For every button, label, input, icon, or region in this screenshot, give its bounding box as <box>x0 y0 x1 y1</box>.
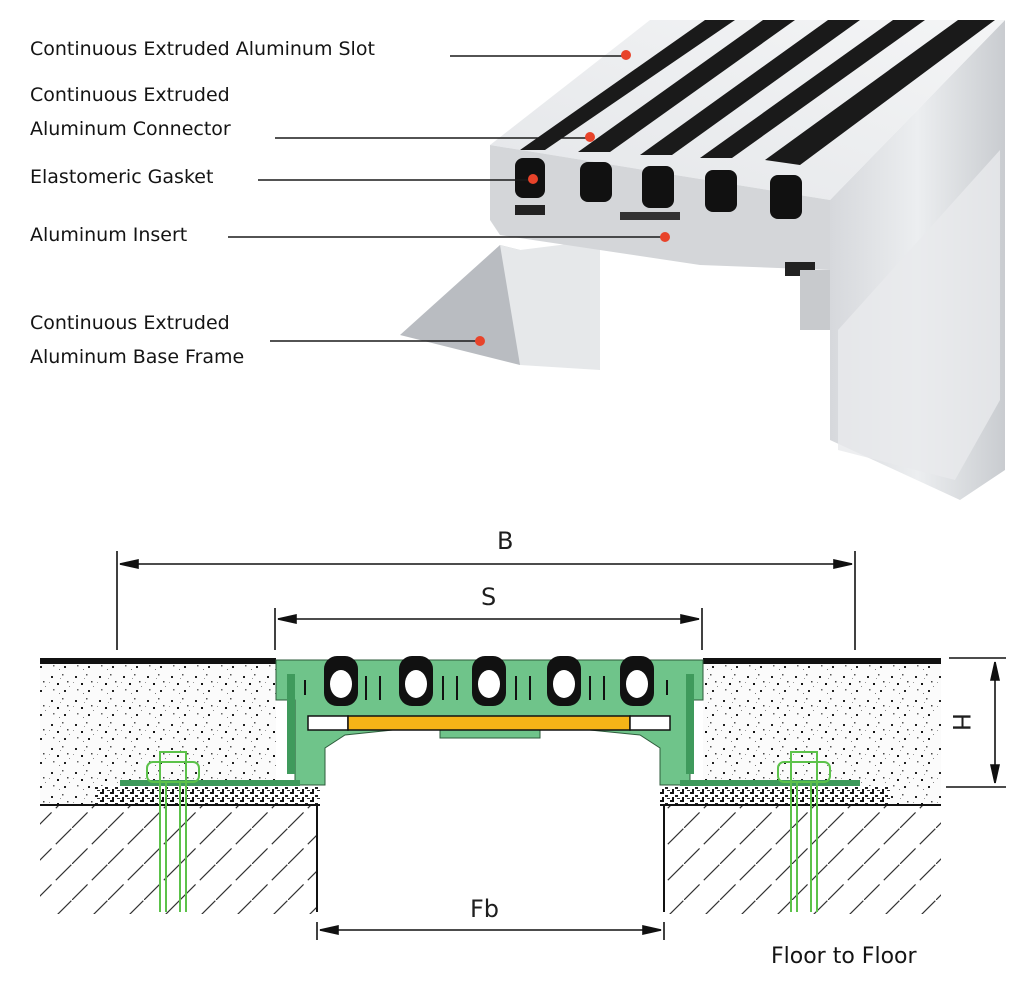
callout-dot-gasket <box>528 174 538 184</box>
profile-slot <box>515 205 545 215</box>
connector-tees <box>304 676 668 700</box>
gasket <box>547 656 581 706</box>
callout-label-slot: Continuous Extruded Aluminum Slot <box>30 38 375 60</box>
section-gaskets <box>324 656 654 706</box>
callout-label-connector: Continuous Extruded Aluminum Connector <box>30 84 231 140</box>
floor-finish-left <box>40 658 276 664</box>
grout-bed-left <box>95 786 320 804</box>
callout-leaders <box>228 55 665 342</box>
dimension-label-h: H <box>947 712 976 732</box>
base-flange-left <box>120 780 300 786</box>
anchor-bolt-right <box>777 751 831 912</box>
callout-dot-slot <box>621 50 631 60</box>
substrate-left <box>40 806 317 914</box>
substrate-right <box>664 806 941 914</box>
dimension-label-s: S <box>481 583 497 611</box>
callout-dot-base-frame <box>475 336 485 346</box>
dimension-label-fb: Fb <box>470 895 500 923</box>
dimension-fb <box>316 922 665 940</box>
insert-spacer-left <box>307 715 349 731</box>
dimension-label-b: B <box>497 527 514 555</box>
grout-bed-right <box>660 786 890 804</box>
top-surface <box>490 20 1005 200</box>
dimension-h <box>946 657 1006 788</box>
gasket-stripes <box>520 20 995 165</box>
front-gaskets <box>515 158 802 219</box>
callout-text-line1: Continuous Extruded <box>30 84 230 106</box>
dimension-b <box>116 551 856 650</box>
frame-leg-left <box>287 674 295 774</box>
right-side-inner <box>838 150 1000 480</box>
gasket <box>324 656 358 706</box>
callout-text: Continuous Extruded Aluminum Slot <box>30 38 375 60</box>
callout-label-insert: Aluminum Insert <box>30 224 187 246</box>
section-view <box>40 551 1006 940</box>
anchor-bolt-left <box>146 751 200 912</box>
left-base-frame-wall <box>500 240 600 370</box>
gasket <box>472 656 506 706</box>
isometric-product <box>400 20 1005 500</box>
callout-label-gasket: Elastomeric Gasket <box>30 166 213 188</box>
section-caption: Floor to Floor <box>771 944 917 969</box>
callout-dot-connector <box>585 132 595 142</box>
callout-text-line1: Continuous Extruded <box>30 312 230 334</box>
callout-dot-insert <box>660 232 670 242</box>
dimension-s <box>274 608 703 650</box>
profile-slot <box>620 212 680 220</box>
callout-text: Aluminum Insert <box>30 224 188 246</box>
base-flange-right <box>680 780 860 786</box>
insert-spacer-right <box>629 715 671 731</box>
floor-finish-right <box>703 658 941 664</box>
gasket <box>620 656 654 706</box>
gasket <box>399 656 433 706</box>
callout-dots <box>475 50 670 346</box>
aluminum-insert <box>347 715 631 731</box>
callout-text-line2: Aluminum Connector <box>30 118 231 140</box>
left-base-frame-foot <box>400 245 520 365</box>
right-frame-leg <box>800 270 830 330</box>
callout-text: Elastomeric Gasket <box>30 166 214 188</box>
callout-text-line2: Aluminum Base Frame <box>30 346 245 368</box>
frame-leg-right <box>686 674 694 774</box>
callout-label-base-frame: Continuous Extruded Aluminum Base Frame <box>30 312 244 368</box>
